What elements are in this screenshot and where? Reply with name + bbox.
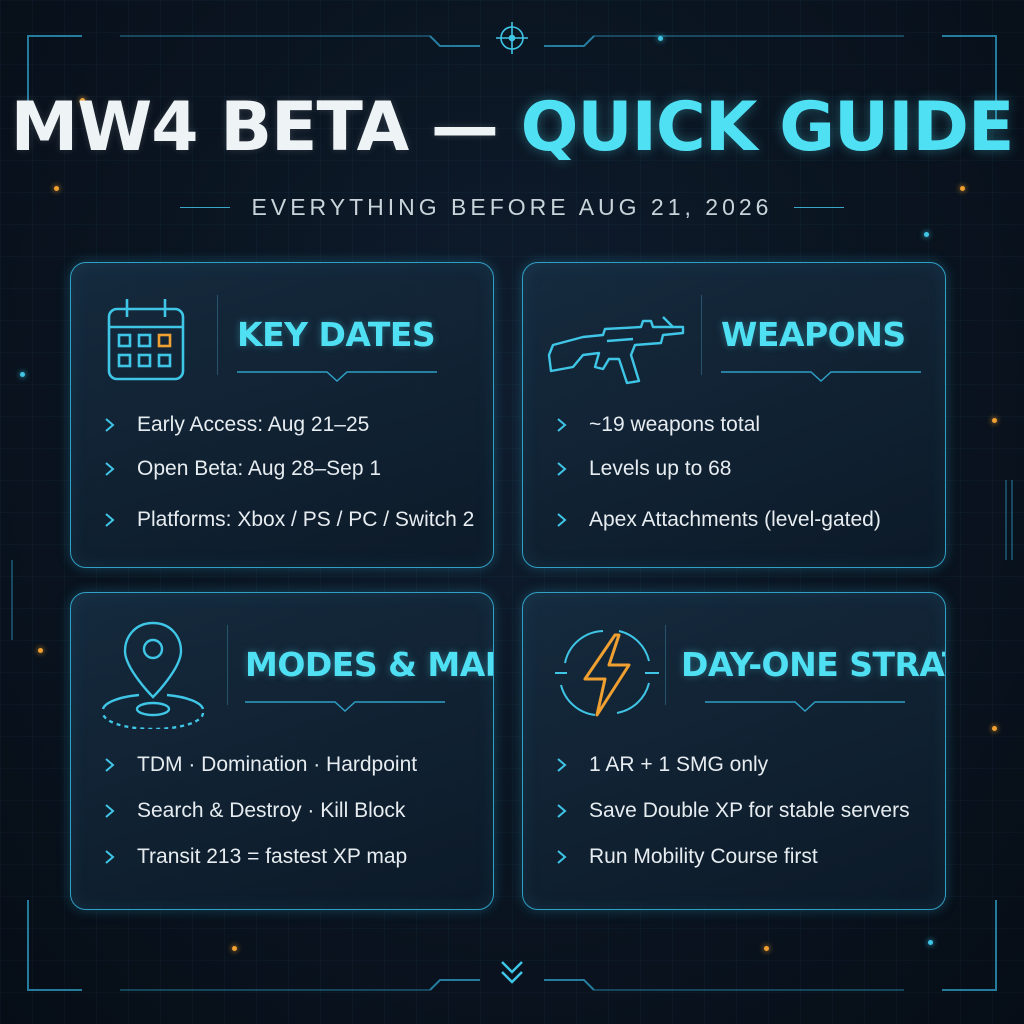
crosshair-icon xyxy=(496,22,528,54)
list-item: TDM · Domination · Hardpoint xyxy=(103,751,417,779)
card-title: MODES & MAPS xyxy=(245,645,493,684)
list-item: Transit 213 = fastest XP map xyxy=(103,843,407,871)
card-weapons: WEAPONS ~19 weapons total Levels up to 6… xyxy=(522,262,946,568)
list-item: Early Access: Aug 21–25 xyxy=(103,411,369,439)
glow-dot xyxy=(54,186,59,191)
title-accent: QUICK GUIDE xyxy=(520,88,1015,167)
card-modes-maps: MODES & MAPS TDM · Domination · Hardpoin… xyxy=(70,592,494,910)
chevron-right-icon xyxy=(105,513,115,527)
list-item: Search & Destroy · Kill Block xyxy=(103,797,405,825)
list-item: Run Mobility Course first xyxy=(555,843,818,871)
lightning-bolt-icon xyxy=(555,630,659,717)
title-underline xyxy=(245,701,445,713)
chevron-right-icon xyxy=(105,462,115,476)
map-pin-icon xyxy=(101,621,205,729)
list-item-text: 1 AR + 1 SMG only xyxy=(589,753,769,776)
chevron-right-icon xyxy=(105,804,115,818)
glow-dot xyxy=(992,726,997,731)
divider xyxy=(701,295,702,375)
glow-dot xyxy=(928,940,933,945)
card-title: DAY-ONE STRATEGY xyxy=(681,645,945,684)
list-item: Open Beta: Aug 28–Sep 1 xyxy=(103,455,381,483)
chevron-right-icon xyxy=(557,513,567,527)
glow-dot xyxy=(924,232,929,237)
chevron-right-icon xyxy=(557,418,567,432)
card-title: KEY DATES xyxy=(237,315,436,354)
title-main: MW4 BETA — xyxy=(10,88,499,167)
card-day-one-strategy: DAY-ONE STRATEGY 1 AR + 1 SMG only Save … xyxy=(522,592,946,910)
list-item-text: Open Beta: Aug 28–Sep 1 xyxy=(137,457,382,480)
assault-rifle-icon xyxy=(547,316,685,385)
list-item-text: Platforms: Xbox / PS / PC / Switch 2 xyxy=(137,508,475,531)
chevron-right-icon xyxy=(557,850,567,864)
list-item-text: TDM · Domination · Hardpoint xyxy=(137,753,418,776)
chevron-right-icon xyxy=(105,418,115,432)
glow-dot xyxy=(20,372,25,377)
divider xyxy=(227,625,228,705)
chevron-right-icon xyxy=(105,850,115,864)
list-item: 1 AR + 1 SMG only xyxy=(555,751,768,779)
list-item-text: Search & Destroy · Kill Block xyxy=(137,799,406,822)
chevron-right-icon xyxy=(557,462,567,476)
list-item: Levels up to 68 xyxy=(555,455,731,483)
glow-dot xyxy=(80,98,85,103)
divider xyxy=(665,625,666,705)
card-title: WEAPONS xyxy=(721,315,906,354)
glow-dot xyxy=(658,36,663,41)
divider xyxy=(179,206,230,208)
title-underline xyxy=(237,371,437,383)
list-item-text: Save Double XP for stable servers xyxy=(589,799,910,822)
list-item: Platforms: Xbox / PS / PC / Switch 2 xyxy=(103,506,474,534)
chevron-down-icon xyxy=(501,961,523,984)
chevron-right-icon xyxy=(105,758,115,772)
title-underline xyxy=(721,371,921,383)
card-key-dates: KEY DATES Early Access: Aug 21–25 Open B… xyxy=(70,262,494,568)
list-item: ~19 weapons total xyxy=(555,411,760,439)
list-item-text: Apex Attachments (level-gated) xyxy=(589,508,881,531)
page-subtitle: EVERYTHING BEFORE AUG 21, 2026 xyxy=(251,193,773,220)
glow-dot xyxy=(960,186,965,191)
list-item-text: Levels up to 68 xyxy=(589,457,732,480)
glow-dot xyxy=(764,946,769,951)
page-title: MW4 BETA — QUICK GUIDE xyxy=(0,88,1024,167)
divider xyxy=(794,206,845,208)
calendar-icon xyxy=(107,299,185,381)
title-underline xyxy=(705,701,905,713)
divider xyxy=(217,295,218,375)
list-item-text: ~19 weapons total xyxy=(589,413,761,436)
subtitle-row: EVERYTHING BEFORE AUG 21, 2026 xyxy=(0,192,1024,222)
list-item-text: Run Mobility Course first xyxy=(589,845,818,868)
glow-dot xyxy=(992,418,997,423)
chevron-right-icon xyxy=(557,804,567,818)
glow-dot xyxy=(232,946,237,951)
glow-dot xyxy=(38,648,43,653)
list-item-text: Transit 213 = fastest XP map xyxy=(137,845,408,868)
list-item: Save Double XP for stable servers xyxy=(555,797,910,825)
list-item-text: Early Access: Aug 21–25 xyxy=(137,413,370,436)
chevron-right-icon xyxy=(557,758,567,772)
list-item: Apex Attachments (level-gated) xyxy=(555,506,881,534)
